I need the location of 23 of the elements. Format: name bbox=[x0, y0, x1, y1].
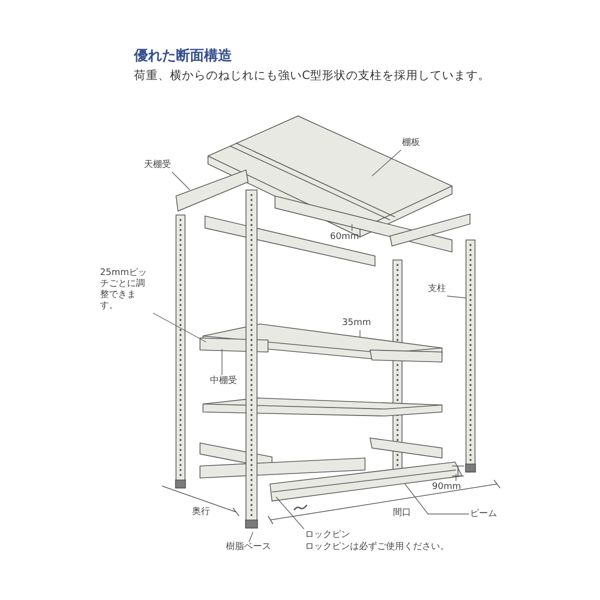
heading: 優れた断面構造 bbox=[134, 48, 232, 64]
subtitle: 荷重、横からのねじれにも強いC型形状の支柱を採用しています。 bbox=[134, 68, 490, 82]
leader-line bbox=[372, 150, 402, 176]
leader-line bbox=[248, 532, 254, 542]
part-label: 中棚受 bbox=[210, 376, 237, 387]
dimension-label: 90mm bbox=[432, 482, 461, 493]
part-label: 樹脂ベース bbox=[226, 542, 271, 553]
part-label: 天棚受 bbox=[144, 160, 171, 171]
leader-line bbox=[446, 296, 466, 298]
note-text: 25mmピッチごとに調整できます。 bbox=[100, 268, 152, 312]
leader-line bbox=[152, 312, 206, 342]
leader-line bbox=[404, 484, 470, 514]
dimension-label: 35mm bbox=[342, 318, 371, 329]
leader-line bbox=[172, 172, 190, 190]
part-label: ビーム bbox=[470, 509, 497, 520]
dimension-label: 間口 bbox=[393, 508, 411, 519]
leader-line bbox=[276, 496, 304, 530]
note-text: ロックピンは必ずご使用ください。 bbox=[305, 542, 449, 553]
part-label: 支柱 bbox=[428, 284, 446, 295]
part-label: 棚板 bbox=[402, 138, 420, 149]
dimension-label: 60mm bbox=[330, 232, 359, 243]
dimension-label: 奥行 bbox=[192, 507, 210, 518]
part-label: ロックピン bbox=[305, 530, 350, 541]
